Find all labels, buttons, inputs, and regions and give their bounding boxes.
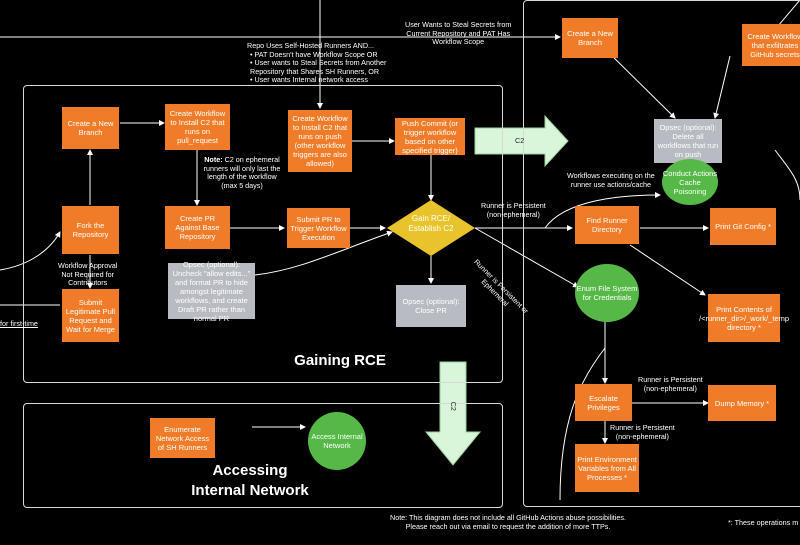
submit-legit-pr-box: Submit Legitimate Pull Request and Wait … [62, 289, 119, 342]
sh-runners-item-1-text: PAT Doesn't have Workflow Scope OR [254, 50, 378, 59]
ephemeral-note-bold: Note: [204, 155, 223, 164]
steal-secrets-label: User Wants to Steal Secrets from Current… [405, 20, 512, 46]
enum-filesystem-goal: Enum File System for Credentials [575, 264, 639, 322]
gain-rce-diamond-label: Gain RCE/ Establish C2 [408, 214, 454, 233]
cache-poisoning-goal: Conduct Actions Cache Poisoning [662, 159, 718, 205]
sh-runners-item-3-text: User wants Internal network access [254, 75, 368, 84]
gaining-rce-region [23, 85, 503, 383]
opsec-close-pr-box: Opsec (optional): Close PR [396, 285, 466, 327]
runner-persistent-label-1: Runner is Persistent (non-ephemeral) [481, 201, 546, 219]
ephemeral-note-text: C2 on ephemeral runners will only last t… [203, 155, 281, 190]
print-contents-box: Print Contents of /<runner_dir>/_work/_t… [699, 294, 789, 342]
find-runner-directory-box: Find Runner Directory [575, 206, 639, 244]
sh-runners-item-2: • User wants to Steal Secrets from Anoth… [250, 58, 387, 76]
internal-network-title-line2: Internal Network [191, 482, 309, 499]
opsec-uncheck-box: Opsec (optional): Uncheck "allow edits..… [168, 260, 255, 323]
runner-persistent-label-2: Runner is Persistent (non-ephemeral) [638, 375, 703, 393]
sh-runners-item-3: • User wants Internal network access [250, 75, 368, 84]
push-commit-box: Push Commit (or trigger workflow based o… [395, 118, 465, 155]
runner-persistent-label-3: Runner is Persistent (non-ephemeral) [610, 423, 675, 441]
create-pr-box: Create PR Against Base Repository [165, 206, 230, 249]
print-git-config-box: Print Git Config * [710, 208, 776, 245]
fork-repository-box: Fork the Repository [62, 206, 119, 254]
c2-arrow-label-down: C2 [448, 401, 458, 411]
first-time-label: for first-time [0, 319, 38, 328]
enumerate-network-box: Enumerate Network Access of SH Runners [150, 418, 215, 458]
access-internal-network-goal: Access Internal Network [308, 412, 366, 470]
workflow-exfil-box: Create Workflow that exfiltrates GitHub … [742, 24, 800, 66]
ephemeral-note: Note: C2 on ephemeral runners will only … [203, 155, 281, 190]
print-env-box: Print Environment Variables from All Pro… [575, 444, 639, 492]
internal-network-region [23, 403, 503, 508]
create-workflow-push-box: Create Workflow to Install C2 that runs … [288, 110, 352, 172]
sh-runners-item-1: • PAT Doesn't have Workflow Scope OR [250, 50, 378, 59]
escalate-privileges-box: Escalate Privileges [575, 384, 632, 421]
sh-runners-heading: Repo Uses Self-Hosted Runners AND... [247, 41, 375, 50]
runner-actions-region [523, 0, 800, 507]
c2-arrow-label-top: C2 [515, 136, 525, 145]
create-workflow-c2-box: Create Workflow to Install C2 that runs … [165, 104, 230, 150]
opsec-delete-workflows-box: Opsec (optional): Delete all workflows t… [654, 119, 722, 163]
footnote-label: Note: This diagram does not include all … [390, 513, 626, 531]
dump-memory-box: Dump Memory * [708, 385, 776, 421]
internal-network-title-line1: Accessing [212, 462, 288, 479]
workflow-approval-label: Workflow Approval Not Required for Contr… [58, 261, 118, 287]
gaining-rce-title: Gaining RCE [294, 352, 386, 369]
create-branch-left-box: Create a New Branch [62, 107, 119, 149]
operations-footnote: *: These operations m [728, 518, 799, 527]
workflows-cache-label: Workflows executing on the runner use ac… [567, 171, 655, 189]
submit-pr-trigger-box: Submit PR to Trigger Workflow Execution [287, 208, 350, 248]
create-branch-right-box: Create a New Branch [562, 18, 618, 58]
sh-runners-item-2-text: User wants to Steal Secrets from Another… [250, 58, 387, 76]
